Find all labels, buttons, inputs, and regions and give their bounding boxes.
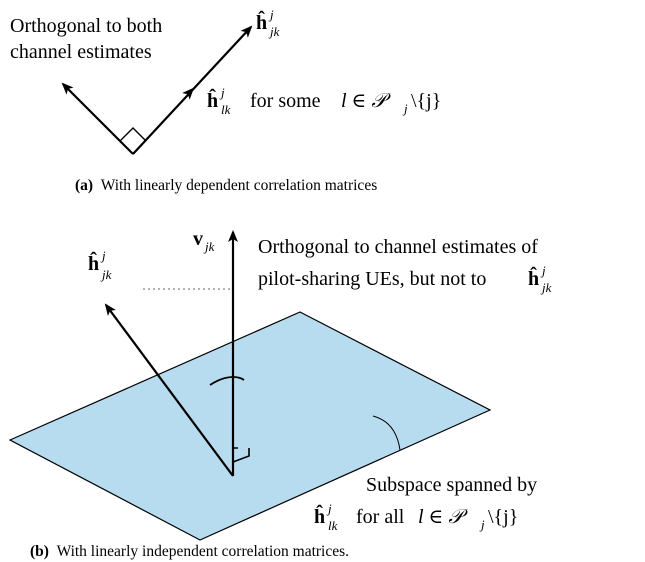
orthogonal-label-line2: channel estimates [10,41,152,63]
svg-text:for all: for all [356,506,405,528]
svg-text:ĥ: ĥ [88,250,99,275]
svg-text:j: j [402,101,408,116]
angle-arc [209,376,245,386]
right-angle-marker-b [232,447,238,462]
svg-text:lk: lk [221,102,231,117]
annotation-line1: Orthogonal to channel estimates of [258,236,538,258]
panel-a: Orthogonal to both channel estimates ĥ j… [10,7,441,194]
panel-b: v jk ĥ j jk Orthogonal to channel estima… [8,228,552,560]
svg-text:l ∈ 𝒫: l ∈ 𝒫 [341,90,391,112]
svg-text:\{j}: \{j} [411,90,441,112]
svg-text:j: j [219,85,225,100]
svg-text:\{j}: \{j} [488,506,518,528]
h-jk-label-b: ĥ j jk [88,248,112,282]
svg-text:j: j [540,263,546,278]
subspace-leader-curve [372,415,401,451]
svg-text:j: j [479,517,485,532]
caption-b: (b) With linearly independent correlatio… [30,543,349,560]
right-angle-marker [119,127,147,142]
svg-text:jk: jk [203,239,215,254]
right-angle-foot [232,448,250,463]
caption-a: (a) With linearly dependent correlation … [75,177,377,194]
svg-text:ĥ: ĥ [314,503,325,528]
h-jk-vector-arrow-b [104,303,234,477]
svg-text:ĥ: ĥ [256,9,267,34]
svg-text:pilot-sharing UEs, but not to: pilot-sharing UEs, but not to [258,268,486,290]
svg-text:j: j [326,501,332,516]
subspace-plane [8,311,492,541]
orthogonal-label-line1: Orthogonal to both [10,15,162,37]
subspace-label-line2: ĥ j lk for all l ∈ 𝒫 j \{j} [314,501,518,533]
svg-text:jk: jk [100,267,112,282]
svg-text:v: v [193,228,203,250]
h-jk-label-a: ĥ j jk [256,7,280,39]
h-lk-label-a: ĥ j lk for some l ∈ 𝒫 j \{j} [207,85,441,117]
svg-text:l ∈ 𝒫: l ∈ 𝒫 [418,506,468,528]
svg-text:j: j [268,7,274,22]
svg-text:lk: lk [328,518,338,533]
svg-text:jk: jk [268,24,280,39]
svg-text:for some: for some [250,90,321,112]
v-jk-label: v jk [193,228,215,254]
annotation-line2: pilot-sharing UEs, but not to ĥ j jk [258,263,552,295]
svg-text:ĥ: ĥ [207,87,218,112]
subspace-label-line1: Subspace spanned by [366,474,537,496]
svg-text:jk: jk [540,280,552,295]
orthogonal-vector-arrow [61,82,134,155]
svg-text:ĥ: ĥ [528,265,539,290]
svg-text:j: j [100,248,106,263]
